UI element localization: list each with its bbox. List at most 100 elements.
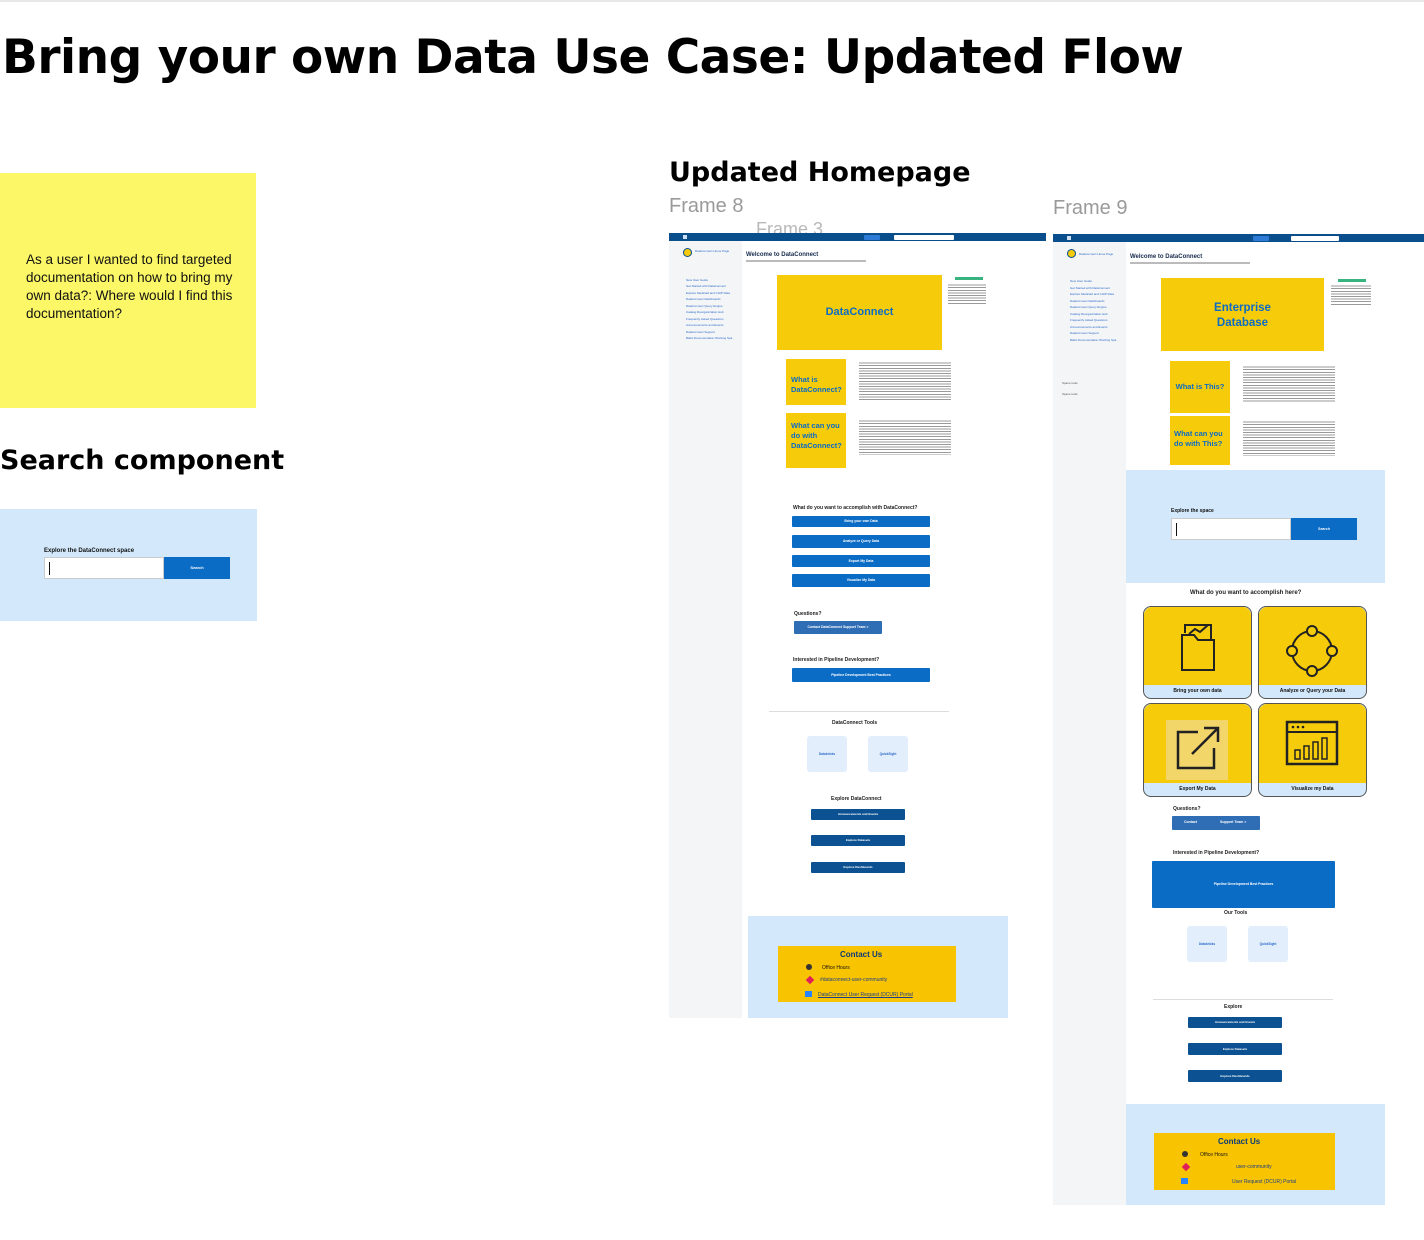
visualize-data-button[interactable]: Visualize My Data (792, 574, 930, 587)
pipeline-button[interactable]: Pipeline Development Best Practices (792, 668, 930, 682)
card-art (1259, 704, 1366, 783)
sidebar-item[interactable]: Get Started with DataConnect (686, 284, 726, 288)
apps-icon[interactable] (1067, 236, 1071, 240)
frame9-nav-search[interactable] (1291, 235, 1339, 241)
questions-heading: Questions? (794, 611, 822, 617)
slack-channel-link[interactable]: #dataconnect-user-community (820, 977, 888, 983)
slack-icon (805, 975, 815, 985)
pipeline-button[interactable]: Pipeline Development Best Practices (1152, 861, 1335, 908)
what-is-paragraph (859, 361, 951, 401)
contact-support-button[interactable]: Contact DataConnect Support Team > (794, 621, 882, 634)
databricks-tile[interactable]: Databricks (807, 736, 847, 772)
sidebar-item[interactable]: Catalog Reorganization Hub (1070, 312, 1108, 316)
space-logo-icon (1067, 249, 1076, 258)
space-name[interactable]: DataConnect Home Page (1079, 252, 1114, 256)
board-title: Bring your own Data Use Case: Updated Fl… (2, 30, 1184, 85)
explore-link[interactable]: Explore Datasets (811, 835, 905, 846)
analyze-query-button[interactable]: Analyze or Query Data (792, 535, 930, 548)
frame9-search-component: Explore the space Search (1126, 470, 1385, 583)
clock-icon (806, 964, 812, 970)
bring-own-data-card[interactable]: Bring your own data (1143, 606, 1252, 699)
sidebar-item[interactable]: DataConnect Dashboards (686, 297, 721, 301)
sidebar-item[interactable]: Catalog Reorganization Hub (686, 310, 724, 314)
frame9-search-button[interactable]: Search (1291, 518, 1357, 540)
sidebar-item[interactable]: Announcements and Events (686, 323, 724, 327)
explore-link[interactable]: Announcements and Events (1188, 1017, 1282, 1028)
frame8-nav-search[interactable] (894, 234, 954, 240)
export-data-button[interactable]: Export My Data (792, 555, 930, 567)
frame9-navbar (1053, 234, 1424, 242)
frame9-mockup: DataConnect Home Page New User Guide Get… (1053, 234, 1424, 1205)
side-links (1331, 284, 1371, 306)
tools-heading: DataConnect Tools (832, 720, 878, 726)
sidebar-item[interactable]: Announcements and Events (1070, 325, 1108, 329)
sidebar-item[interactable]: Explore Medicaid and CHIP Data (686, 291, 730, 295)
dcur-portal-link[interactable]: DataConnect User Request (DCUR) Portal (818, 992, 913, 998)
sidebar-item[interactable]: Explore Medicaid and CHIP Data (1070, 292, 1114, 296)
sidebar-item[interactable]: New User Guide (1070, 279, 1093, 283)
contact-support-button[interactable]: Contact Support Team > (1172, 816, 1260, 830)
side-links (948, 283, 986, 305)
apps-icon[interactable] (683, 235, 687, 239)
visualize-data-card[interactable]: Visualize my Data (1258, 703, 1367, 797)
text-cursor (1176, 523, 1177, 536)
sticky-note[interactable]: As a user I wanted to find targeted docu… (0, 173, 256, 408)
analyze-query-card[interactable]: Analyze or Query your Data (1258, 606, 1367, 699)
frame8-footer: Contact Us Office Hours #dataconnect-use… (748, 916, 1008, 1018)
divider (769, 711, 949, 712)
updated-homepage-title: Updated Homepage (669, 157, 971, 188)
sidebar-item[interactable]: DataConnect Query Engine (686, 304, 723, 308)
sidebar-item[interactable]: DataConnect Support (1070, 331, 1099, 335)
frame8-sidebar: DataConnect Home Page New User Guide Get… (669, 241, 742, 1018)
quicksight-tile[interactable]: QuickSight (1248, 926, 1288, 962)
frame9-label: Frame 9 (1053, 197, 1128, 219)
search-input[interactable] (44, 557, 164, 579)
dcur-portal-link[interactable]: User Request (DCUR) Portal (1232, 1179, 1297, 1185)
card-art (1259, 607, 1366, 685)
export-icon (1166, 720, 1228, 780)
slack-icon (1181, 1162, 1191, 1172)
support-label: Support Team > (1220, 820, 1247, 824)
databricks-tile[interactable]: Databricks (1187, 926, 1227, 962)
dashboard-icon (1285, 720, 1339, 766)
export-data-card[interactable]: Export My Data (1143, 703, 1252, 797)
pipeline-heading: Interested in Pipeline Development? (793, 657, 880, 663)
sidebar-item[interactable]: Frequently Asked Questions (686, 317, 724, 321)
explore-link[interactable]: Explore Dashboards (1188, 1070, 1282, 1082)
explore-link[interactable]: Explore Datasets (1188, 1043, 1282, 1055)
office-hours-link[interactable]: Office Hours (822, 965, 850, 971)
sidebar-item[interactable]: Frequently Asked Questions (1070, 318, 1108, 322)
sidebar-item[interactable]: Get Started with DataConnect (1070, 286, 1110, 290)
frame9-search-input[interactable] (1171, 518, 1291, 540)
frame8-banner: DataConnect (777, 275, 942, 350)
bring-own-data-button[interactable]: Bring your own Data (792, 516, 930, 527)
search-button[interactable]: Search (164, 557, 230, 579)
byline (746, 260, 866, 262)
sidebar-item[interactable]: Baltic Documentation Working Spa (1070, 338, 1117, 342)
sidebar-item[interactable]: DataConnect Query Engine (1070, 305, 1107, 309)
space-tools[interactable]: Space tools (1062, 392, 1078, 396)
accomplish-heading: What do you want to accomplish here? (1190, 590, 1302, 596)
create-button[interactable] (1253, 235, 1269, 241)
sidebar-item[interactable]: DataConnect Dashboards (1070, 299, 1105, 303)
sidebar-item[interactable]: New User Guide (686, 278, 709, 282)
sidebar-item[interactable]: DataConnect Support (686, 330, 715, 334)
space-name[interactable]: DataConnect Home Page (695, 249, 730, 253)
what-can-paragraph (859, 419, 951, 455)
explore-heading: Explore DataConnect (831, 796, 882, 802)
card-label: Analyze or Query your Data (1279, 688, 1346, 694)
office-hours-link[interactable]: Office Hours (1200, 1152, 1228, 1158)
explore-link[interactable]: Explore Dashboards (811, 862, 905, 873)
explore-link[interactable]: Announcements and Events (811, 809, 905, 820)
quicksight-tile[interactable]: QuickSight (868, 736, 908, 772)
what-is-paragraph (1243, 365, 1335, 403)
create-button[interactable] (864, 234, 880, 240)
sidebar-item[interactable]: Baltic Documentation Working Spa (686, 336, 733, 340)
divider (1153, 999, 1333, 1000)
space-tools[interactable]: Space tools (1062, 381, 1078, 385)
slack-channel-link[interactable]: user-community (1236, 1164, 1272, 1170)
byline (1130, 262, 1250, 264)
search-label: Explore the DataConnect space (44, 548, 135, 554)
what-can-paragraph (1243, 420, 1335, 456)
search-component: Explore the DataConnect space Search (0, 509, 257, 621)
